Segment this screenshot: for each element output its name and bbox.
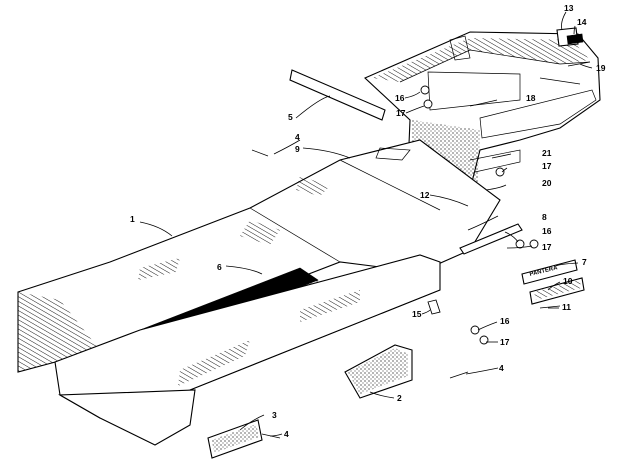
nut-17-low — [479, 335, 489, 345]
callout-4-top: 4 — [295, 132, 300, 142]
washer-16-low — [470, 325, 480, 335]
callout-4-bottom: 4 — [284, 429, 289, 439]
callout-19: 19 — [596, 63, 606, 73]
leader-lines — [139, 11, 593, 437]
callout-2: 2 — [397, 393, 402, 403]
pad-14 — [566, 33, 584, 45]
callout-13: 13 — [564, 3, 574, 13]
callout-4-right: 4 — [499, 363, 504, 373]
callout-8: 8 — [542, 212, 547, 222]
callout-6: 6 — [217, 262, 222, 272]
nut-17-right — [495, 167, 505, 177]
callout-16-mid: 16 — [542, 226, 552, 236]
bolt-15 — [427, 299, 441, 315]
callout-20: 20 — [542, 178, 552, 188]
callout-18: 18 — [526, 93, 536, 103]
callout-3: 3 — [272, 410, 277, 420]
screw-11 — [539, 305, 561, 309]
callout-17-right: 17 — [542, 161, 552, 171]
callout-16-low: 16 — [500, 316, 510, 326]
hardware — [251, 27, 591, 439]
callout-17-low: 17 — [500, 337, 510, 347]
callout-14: 14 — [577, 17, 587, 27]
callout-17-upper: 17 — [396, 108, 406, 118]
washer-16-upper — [420, 85, 430, 95]
callout-5: 5 — [288, 112, 293, 122]
plate-3-texture — [212, 424, 259, 453]
callout-15: 15 — [412, 309, 422, 319]
rivet-4-right — [449, 371, 469, 379]
callout-1: 1 — [130, 214, 135, 224]
callout-9: 9 — [295, 144, 300, 154]
screw-19 — [567, 61, 591, 67]
running-board — [54, 254, 441, 446]
callout-12: 12 — [420, 190, 430, 200]
callout-10: 10 — [563, 276, 573, 286]
callout-21: 21 — [542, 148, 552, 158]
callout-labels: 1 2 3 4 4 4 5 6 7 8 9 10 11 12 13 14 15 … — [130, 3, 606, 439]
nut-17-mid — [529, 239, 539, 249]
nut-17-upper — [423, 99, 433, 109]
bracket-2 — [344, 344, 413, 399]
callout-11: 11 — [562, 302, 571, 312]
rivet-4-top — [251, 149, 269, 157]
decal-10 — [529, 277, 585, 305]
support-rod — [459, 223, 523, 255]
callout-16-upper: 16 — [395, 93, 405, 103]
reinforcement-strip — [289, 69, 386, 121]
callout-17-mid: 17 — [542, 242, 552, 252]
callout-7: 7 — [582, 257, 587, 267]
